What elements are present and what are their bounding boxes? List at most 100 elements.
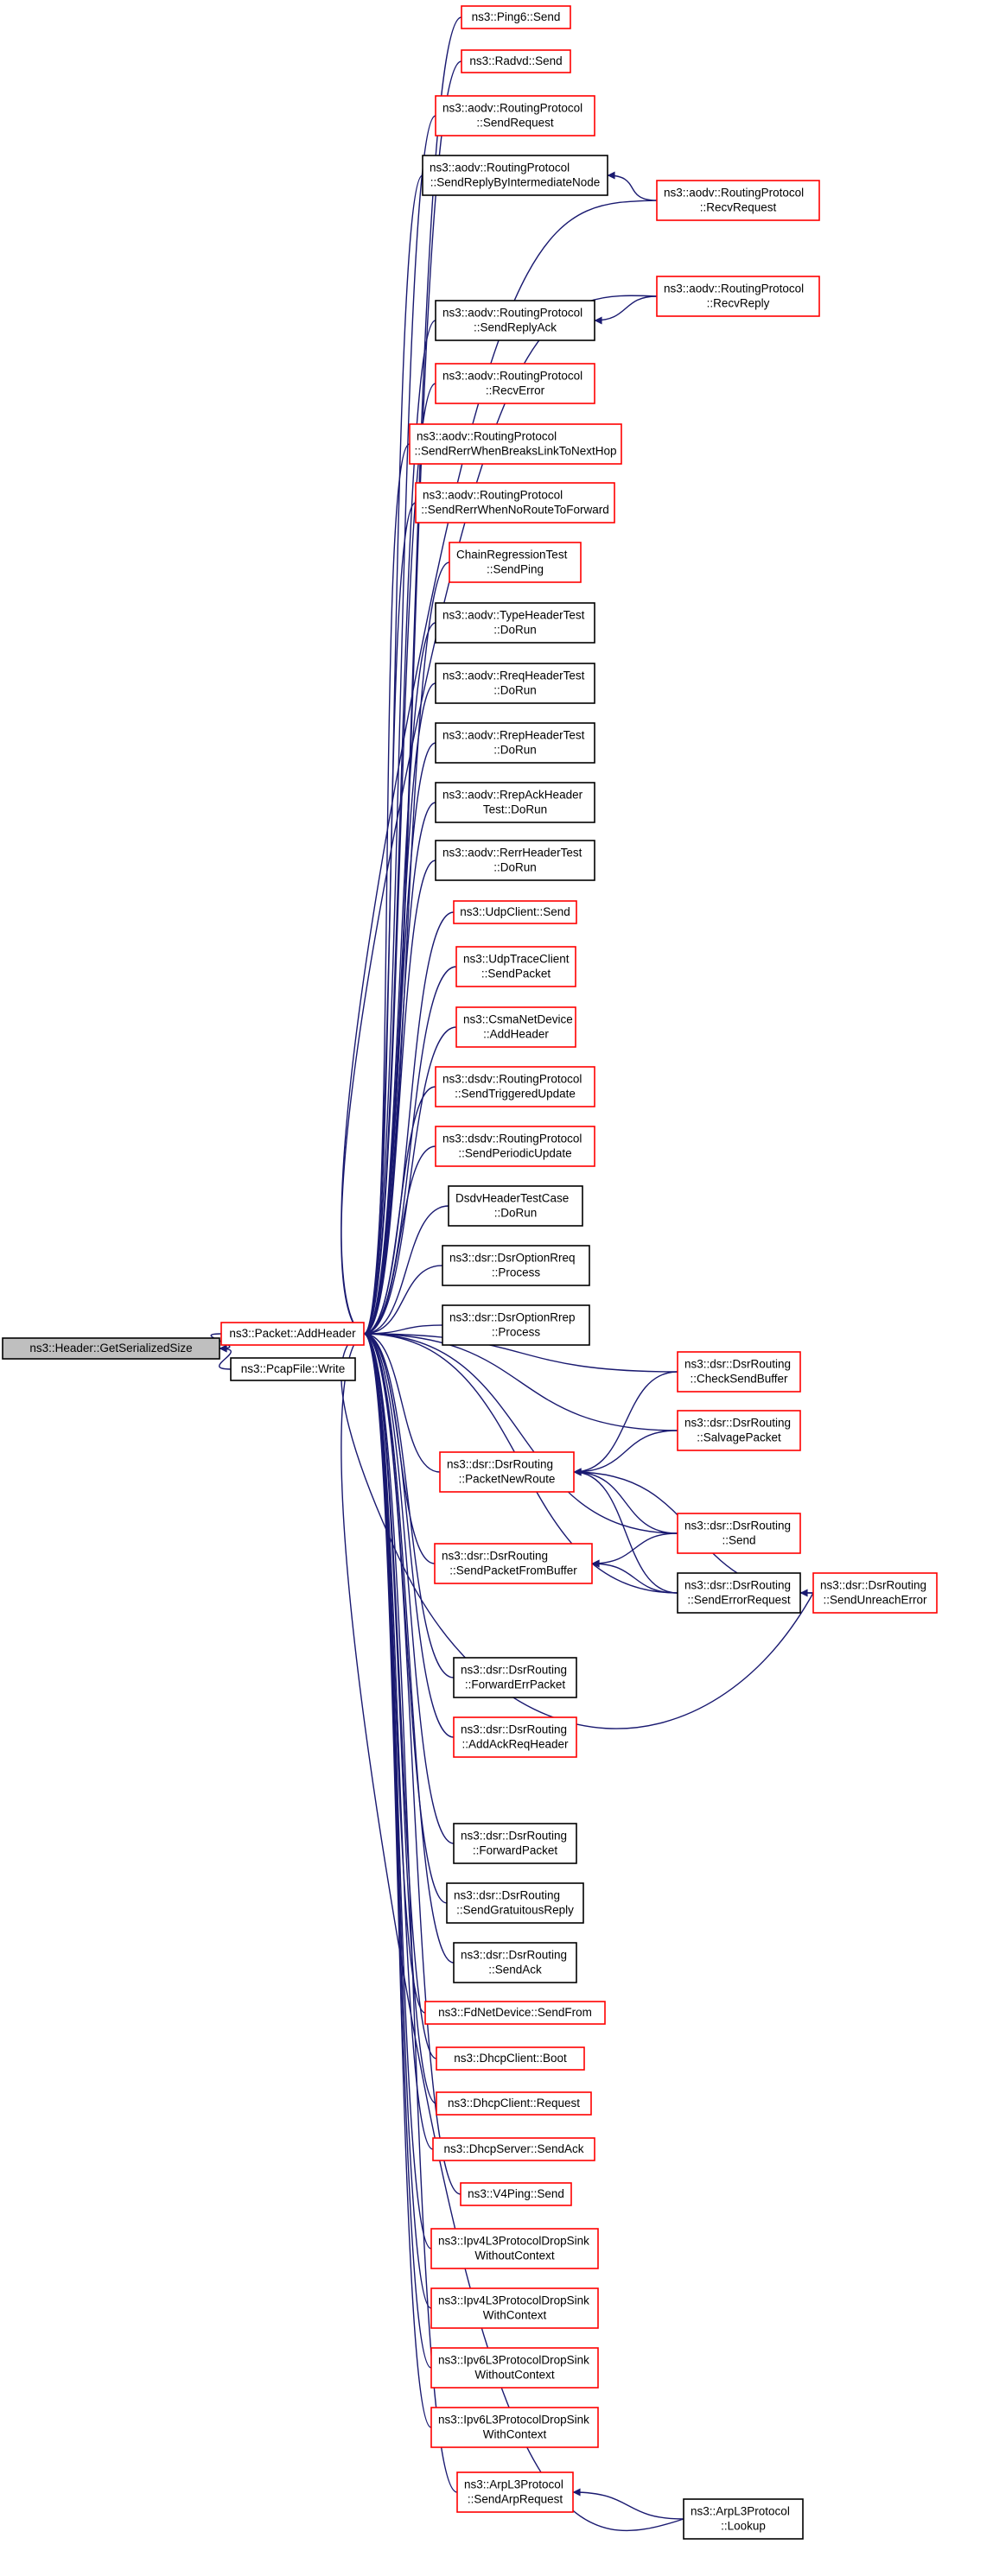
node-dsroptrrep[interactable]: ns3::dsr::DsrOptionRrep::Process <box>442 1304 590 1346</box>
node-typehdrtest[interactable]: ns3::aodv::TypeHeaderTest::DoRun <box>435 602 595 644</box>
node-ipv6dropwithout[interactable]: ns3::Ipv6L3ProtocolDropSinkWithoutContex… <box>430 2347 599 2389</box>
edge-arplookup-to-arpsendrequest <box>572 2488 684 2520</box>
node-label: ns3::dsdv::RoutingProtocol <box>442 1073 582 1086</box>
node-label: ns3::dsr::DsrRouting <box>461 1664 567 1677</box>
node-root[interactable]: ns3::Header::GetSerializedSize <box>2 1337 220 1360</box>
node-label: ns3::Radvd::Send <box>469 54 562 67</box>
node-box <box>430 2407 599 2448</box>
node-v4pingsend[interactable]: ns3::V4Ping::Send <box>460 2182 572 2206</box>
node-aodvsendreplyack[interactable]: ns3::aodv::RoutingProtocol::SendReplyAck <box>435 300 595 341</box>
edge-addheader-to-root <box>210 1333 231 1353</box>
node-rerrhdrtest[interactable]: ns3::aodv::RerrHeaderTest::DoRun <box>435 840 595 881</box>
node-label: ns3::FdNetDevice::SendFrom <box>438 2006 592 2019</box>
node-addheader[interactable]: ns3::Packet::AddHeader <box>220 1322 365 1346</box>
node-box <box>461 5 571 29</box>
node-dhcpboot[interactable]: ns3::DhcpClient::Boot <box>436 2046 585 2071</box>
node-box <box>656 180 820 221</box>
edge-dsrpacketnewroute-to-addheader <box>363 1329 441 1473</box>
node-dsraddackreq[interactable]: ns3::dsr::DsrRouting::AddAckReqHeader <box>453 1716 577 1758</box>
node-box <box>455 946 576 987</box>
node-box <box>656 276 820 317</box>
node-dsrforwarderr[interactable]: ns3::dsr::DsrRouting::ForwardErrPacket <box>453 1657 577 1698</box>
node-label: ns3::CsmaNetDevice <box>463 1013 573 1026</box>
node-pcapwrite[interactable]: ns3::PcapFile::Write <box>230 1357 356 1381</box>
node-label: ns3::dsr::DsrRouting <box>684 1417 791 1430</box>
edge-aodvrecvreply-to-aodvsendreplyack <box>594 295 658 325</box>
edge-arplookup-to-addheader <box>341 1329 684 2532</box>
node-dsrsendack[interactable]: ns3::dsr::DsrRouting::SendAck <box>453 1942 577 1983</box>
node-dsdvhdrtest[interactable]: DsdvHeaderTestCase::DoRun <box>448 1185 583 1227</box>
node-udptracesend[interactable]: ns3::UdpTraceClient::SendPacket <box>455 946 576 987</box>
node-arplookup[interactable]: ns3::ArpL3Protocol::Lookup <box>683 2498 804 2540</box>
node-label: ns3::UdpTraceClient <box>463 953 570 966</box>
node-aodvrerrbreaks[interactable]: ns3::aodv::RoutingProtocol::SendRerrWhen… <box>409 423 622 465</box>
node-radvdsend[interactable]: ns3::Radvd::Send <box>461 49 571 73</box>
node-box <box>430 2347 599 2389</box>
node-udpclientsend[interactable]: ns3::UdpClient::Send <box>453 900 577 924</box>
node-dhcpsendack[interactable]: ns3::DhcpServer::SendAck <box>432 2137 595 2161</box>
node-ping6send[interactable]: ns3::Ping6::Send <box>461 5 571 29</box>
node-box <box>812 1572 938 1614</box>
node-label: ns3::ArpL3Protocol <box>464 2478 563 2491</box>
node-label: ::SendReplyAck <box>474 321 557 334</box>
node-dsdvperiodic[interactable]: ns3::dsdv::RoutingProtocol::SendPeriodic… <box>435 1126 595 1167</box>
node-aodvsendreq[interactable]: ns3::aodv::RoutingProtocol::SendRequest <box>435 95 595 136</box>
node-arpsendrequest[interactable]: ns3::ArpL3Protocol::SendArpRequest <box>456 2471 574 2513</box>
edge-dsroptrreq-to-addheader <box>363 1265 443 1338</box>
node-rreqhdrtest[interactable]: ns3::aodv::RreqHeaderTest::DoRun <box>435 663 595 704</box>
node-box <box>430 2287 599 2329</box>
node-csmaaddheader[interactable]: ns3::CsmaNetDevice::AddHeader <box>455 1006 576 1048</box>
node-box <box>435 1126 595 1167</box>
node-dsrsalvage[interactable]: ns3::dsr::DsrRouting::SalvagePacket <box>677 1410 801 1451</box>
node-box <box>409 423 622 465</box>
node-ipv4dropwithout[interactable]: ns3::Ipv4L3ProtocolDropSinkWithoutContex… <box>430 2228 599 2269</box>
node-box <box>436 2091 592 2116</box>
node-label: ::DoRun <box>494 1207 538 1220</box>
edge-dsrchecksendbuf-to-dsrpacketnewroute <box>573 1371 678 1476</box>
node-aodvsendreplyinter[interactable]: ns3::aodv::RoutingProtocol::SendReplyByI… <box>422 155 608 196</box>
node-label: ns3::dsr::DsrRouting <box>442 1550 548 1563</box>
node-box <box>422 155 608 196</box>
node-label: ns3::PcapFile::Write <box>241 1362 346 1375</box>
node-dsroptrreq[interactable]: ns3::dsr::DsrOptionRreq::Process <box>442 1245 590 1286</box>
node-dhcprequest[interactable]: ns3::DhcpClient::Request <box>436 2091 592 2116</box>
node-aodvrecvrequest[interactable]: ns3::aodv::RoutingProtocol::RecvRequest <box>656 180 820 221</box>
node-dsrchecksendbuf[interactable]: ns3::dsr::DsrRouting::CheckSendBuffer <box>677 1351 801 1393</box>
node-dsrsendunreach[interactable]: ns3::dsr::DsrRouting::SendUnreachError <box>812 1572 938 1614</box>
node-dsrforwardpacket[interactable]: ns3::dsr::DsrRouting::ForwardPacket <box>453 1823 577 1864</box>
edge-dsrsend-to-dsrsendfrombuffer <box>591 1532 678 1568</box>
node-label: ::SendErrorRequest <box>687 1594 791 1607</box>
node-dsrpacketnewroute[interactable]: ns3::dsr::DsrRouting::PacketNewRoute <box>439 1451 575 1493</box>
node-label: ::Lookup <box>721 2520 766 2533</box>
node-box <box>446 1882 584 1924</box>
edge-rrepackhdrtest-to-addheader <box>363 802 436 1338</box>
node-label: ns3::aodv::RoutingProtocol <box>442 370 582 383</box>
edge-aodvrerrnoroute-to-addheader <box>363 502 417 1338</box>
node-dsrsendfrombuffer[interactable]: ns3::dsr::DsrRouting::SendPacketFromBuff… <box>434 1543 593 1584</box>
node-label: ::CheckSendBuffer <box>690 1373 788 1386</box>
node-dsdvtriggered[interactable]: ns3::dsdv::RoutingProtocol::SendTriggere… <box>435 1066 595 1107</box>
node-label: DsdvHeaderTestCase <box>455 1192 569 1205</box>
node-aodvrerrnoroute[interactable]: ns3::aodv::RoutingProtocol::SendRerrWhen… <box>415 482 615 523</box>
node-aodvrecverror[interactable]: ns3::aodv::RoutingProtocol::RecvError <box>435 363 595 404</box>
node-dsrgratuitous[interactable]: ns3::dsr::DsrRouting::SendGratuitousRepl… <box>446 1882 584 1924</box>
node-label: ns3::Ipv6L3ProtocolDropSink <box>438 2414 589 2427</box>
node-fdsendfrom[interactable]: ns3::FdNetDevice::SendFrom <box>424 2001 606 2025</box>
node-label: ::SendArpRequest <box>468 2493 563 2506</box>
node-label: ns3::aodv::RreqHeaderTest <box>442 669 585 682</box>
node-label: ns3::Ping6::Send <box>472 10 561 23</box>
node-aodvrecvreply[interactable]: ns3::aodv::RoutingProtocol::RecvReply <box>656 276 820 317</box>
node-label: WithContext <box>483 2428 547 2441</box>
edge-dsrsalvage-to-addheader <box>363 1329 678 1431</box>
edge-rrephdrtest-to-addheader <box>363 742 436 1338</box>
node-dsrsend[interactable]: ns3::dsr::DsrRouting::Send <box>677 1513 801 1554</box>
node-rrephdrtest[interactable]: ns3::aodv::RrepHeaderTest::DoRun <box>435 722 595 764</box>
node-label: ::SendPeriodicUpdate <box>458 1147 571 1160</box>
node-box <box>435 95 595 136</box>
node-chainping[interactable]: ChainRegressionTest::SendPing <box>449 542 582 583</box>
node-dsrsenderrreq[interactable]: ns3::dsr::DsrRouting::SendErrorRequest <box>677 1572 801 1614</box>
